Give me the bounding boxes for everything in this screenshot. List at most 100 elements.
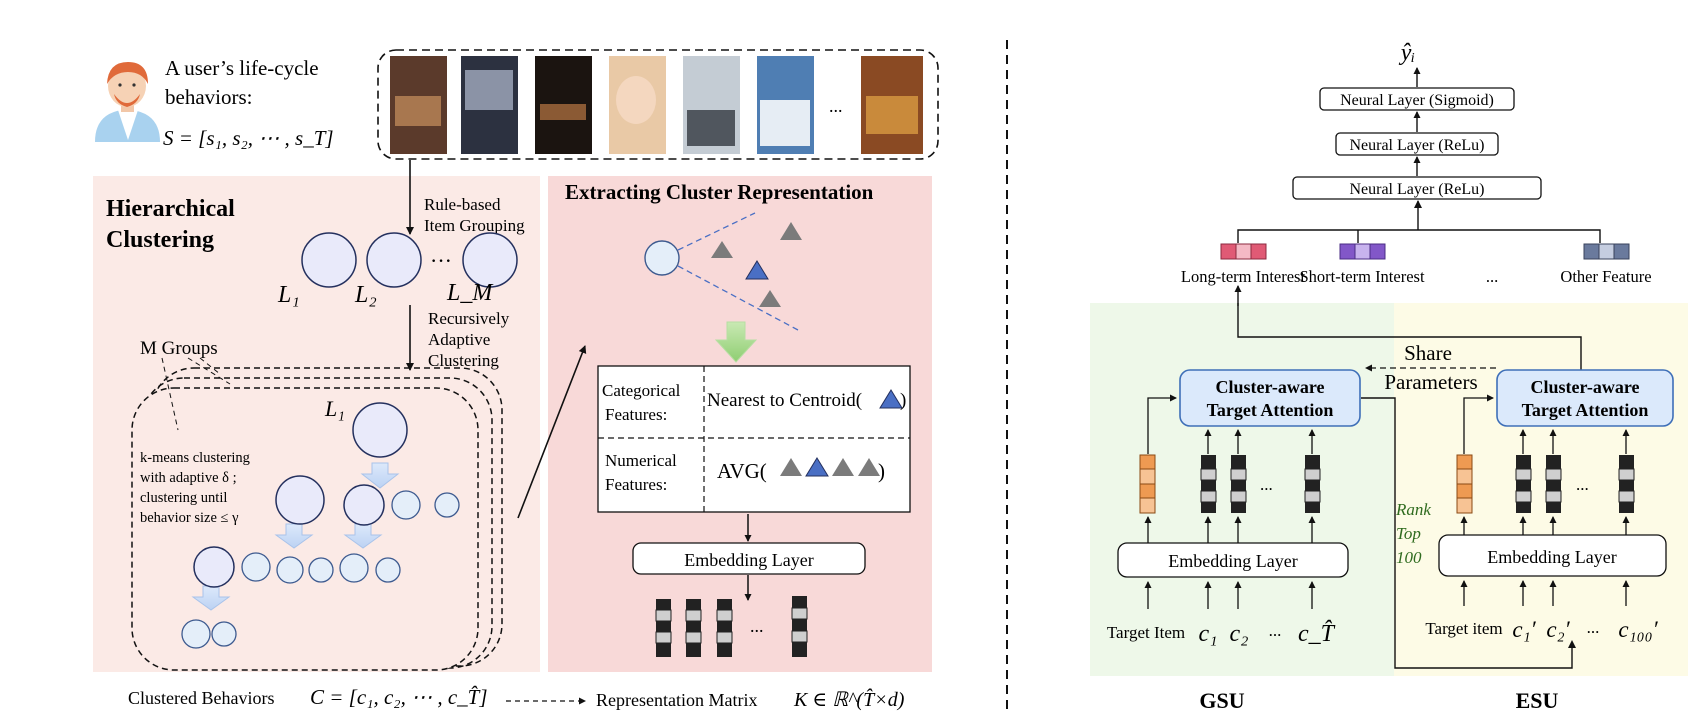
gsu-label: GSU bbox=[1199, 688, 1244, 713]
level-circle-2 bbox=[366, 232, 422, 288]
gsu-behavior-vectors bbox=[1200, 455, 1321, 513]
sequence-formula: S = [s₁, s₂, ⋯ , s_T] bbox=[163, 126, 334, 150]
cluster-circle-b bbox=[343, 484, 385, 526]
user-desc-line1: A user’s life-cycle bbox=[165, 56, 319, 80]
neural-layer-relu-1-box bbox=[1335, 132, 1499, 156]
user-avatar-icon bbox=[95, 62, 160, 142]
short-term-interest-label: Short-term Interest bbox=[1299, 267, 1425, 286]
level-circle-1 bbox=[301, 232, 357, 288]
clustered-behaviors-label: Clustered Behaviors bbox=[128, 688, 274, 708]
gsu-attention-line1: Cluster-aware bbox=[1216, 377, 1325, 397]
rank-line-3: 100 bbox=[1396, 548, 1422, 567]
esu-to-long-term-line bbox=[1237, 303, 1582, 370]
recursive-line3: Clustering bbox=[428, 351, 499, 370]
neural-layer-sigmoid-box bbox=[1319, 87, 1515, 111]
m-groups-pointer-a bbox=[161, 357, 179, 431]
gsu-attention-line2: Target Attention bbox=[1207, 400, 1334, 420]
hierarchical-title-line1: Hierarchical bbox=[106, 196, 235, 222]
kmeans-line-2: with adaptive δ ; bbox=[140, 470, 237, 486]
representation-vectors: ... bbox=[655, 596, 808, 657]
group-frame-2 bbox=[141, 377, 493, 669]
leaf-circle bbox=[339, 553, 369, 583]
cluster-items bbox=[711, 222, 802, 307]
esu-target-vector bbox=[1456, 454, 1473, 514]
long-term-interest-label: Long-term Interest bbox=[1181, 267, 1306, 286]
user-desc-line2: behaviors: bbox=[165, 85, 252, 109]
avg-triangle bbox=[780, 458, 802, 476]
gsu-target-to-attention bbox=[1147, 394, 1177, 454]
leaf-circle bbox=[241, 552, 271, 582]
closing-paren: ) bbox=[900, 390, 906, 411]
esu-label: ESU bbox=[1516, 688, 1559, 713]
nearest-centroid-text: Nearest to Centroid( bbox=[707, 390, 862, 411]
leaf-circle bbox=[211, 621, 237, 647]
esu-input-arrows bbox=[1460, 580, 1630, 606]
neural-layer-relu-2-box bbox=[1292, 176, 1542, 200]
leaf-circle bbox=[375, 557, 401, 583]
kmeans-line-1: k-means clustering bbox=[140, 450, 250, 466]
thumbnail-strip-frame bbox=[377, 49, 939, 160]
short-term-interest-vector bbox=[1339, 243, 1386, 260]
avg-triangle-centroid bbox=[805, 457, 829, 477]
recursive-line1: Recursively bbox=[428, 309, 510, 328]
other-feature-label: Other Feature bbox=[1560, 267, 1651, 286]
leaf-circle bbox=[181, 619, 211, 649]
esu-input-c100p: c₁₀₀′ bbox=[1618, 617, 1658, 642]
numerical-label-line1: Numerical bbox=[605, 451, 677, 470]
gsu-input-c-that: c_T̂ bbox=[1298, 620, 1336, 647]
gsu-input-c1: c₁ bbox=[1199, 621, 1218, 647]
esu-input-target-item: Target item bbox=[1425, 619, 1502, 638]
gsu-input-arrows bbox=[1144, 581, 1316, 609]
rank-line-1: Rank bbox=[1395, 500, 1431, 519]
rank-line-2: Top bbox=[1396, 524, 1421, 543]
cluster-centroid-circle bbox=[644, 240, 680, 276]
esu-input-c2p: c₂′ bbox=[1546, 617, 1570, 642]
split-arrows bbox=[191, 462, 400, 611]
gsu-target-vector bbox=[1139, 454, 1156, 514]
share-parameters-line2: Parameters bbox=[1384, 370, 1477, 394]
clustered-formula: C = [c₁, c₂, ⋯ , c_T̂] bbox=[310, 685, 488, 709]
recursive-line2: Adaptive bbox=[428, 330, 490, 349]
other-feature-vector bbox=[1583, 243, 1630, 260]
cluster-circle-c bbox=[193, 546, 235, 588]
numerical-label-line2: Features: bbox=[605, 475, 667, 494]
gsu-attention-box bbox=[1179, 369, 1361, 427]
item-triangle bbox=[759, 290, 781, 307]
gsu-embed-arrows bbox=[1144, 516, 1316, 543]
rule-based-line2: Item Grouping bbox=[424, 216, 525, 235]
item-triangle bbox=[780, 222, 802, 240]
prediction-output: ŷᵢ bbox=[1399, 40, 1415, 66]
rule-based-line1: Rule-based bbox=[424, 195, 501, 214]
left-embedding-layer-label: Embedding Layer bbox=[684, 550, 813, 570]
long-term-interest-vector bbox=[1220, 243, 1267, 260]
leaf-circle bbox=[434, 492, 460, 518]
neural-layer-relu-1-label: Neural Layer (ReLu) bbox=[1349, 137, 1484, 154]
inner-level-label: L₁ bbox=[324, 396, 345, 421]
centroid-triangle-icon bbox=[879, 389, 903, 409]
esu-input-c1p: c₁′ bbox=[1512, 617, 1536, 642]
leaf-circle bbox=[308, 557, 334, 583]
esu-embed-arrows bbox=[1460, 516, 1630, 535]
inner-root-circle bbox=[352, 402, 408, 458]
cluster-cone-upper bbox=[677, 212, 756, 251]
m-groups-label: M Groups bbox=[140, 338, 218, 359]
feature-merge-bracket bbox=[1237, 201, 1601, 243]
gsu-input-target-item: Target Item bbox=[1107, 623, 1185, 642]
centroid-triangle bbox=[745, 260, 769, 280]
esu-attention-box bbox=[1496, 369, 1674, 427]
kmeans-line-3: clustering until bbox=[140, 490, 227, 506]
neural-layer-sigmoid-label: Neural Layer (Sigmoid) bbox=[1340, 92, 1494, 109]
avg-triangle bbox=[858, 458, 880, 476]
esu-embedding-layer-box bbox=[1438, 534, 1667, 577]
esu-target-to-attention bbox=[1463, 394, 1494, 454]
avg-triangle bbox=[832, 458, 854, 476]
esu-attention-line2: Target Attention bbox=[1522, 400, 1649, 420]
hierarchical-title-line2: Clustering bbox=[106, 227, 214, 253]
categorical-label-line2: Features: bbox=[605, 405, 667, 424]
thumbnail-ellipsis: ... bbox=[829, 96, 843, 116]
behavior-thumbnails: ... bbox=[377, 49, 939, 160]
representation-matrix-label: Representation Matrix bbox=[596, 690, 757, 710]
leaf-circle bbox=[276, 556, 304, 584]
esu-panel bbox=[1394, 303, 1688, 676]
